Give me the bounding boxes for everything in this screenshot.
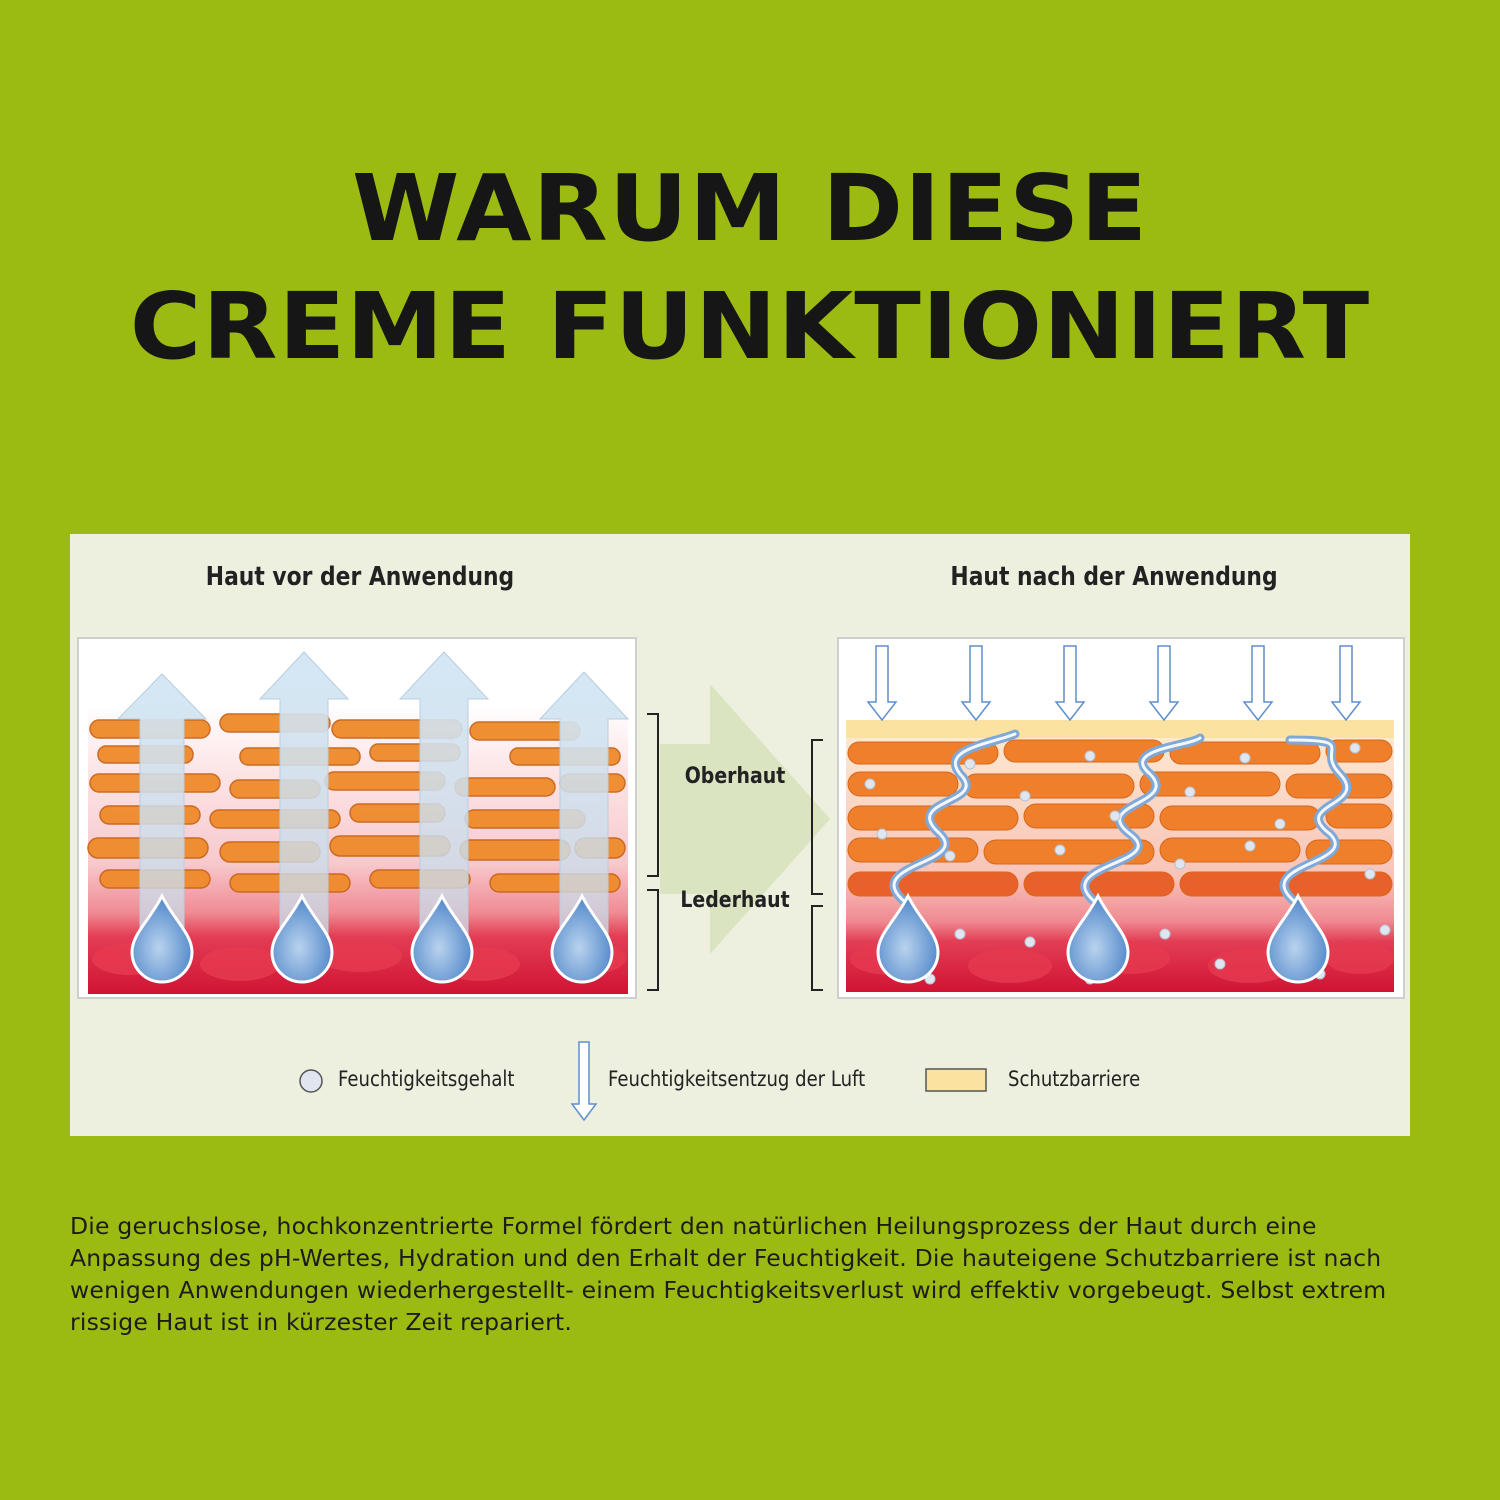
before-title: Haut vor der Anwendung — [205, 562, 515, 592]
legend-air-drain-label: Feuchtigkeitsentzug der Luft — [608, 1067, 866, 1091]
skin-diagram-panel: Haut vor der Anwendung Haut nach der Anw… — [70, 534, 1410, 1136]
dermis-label: Lederhaut — [680, 888, 790, 913]
legend-moisture-label: Feuchtigkeitsgehalt — [338, 1067, 515, 1091]
epidermis-label: Oberhaut — [684, 764, 786, 789]
barrier-legend-icon — [925, 1068, 987, 1092]
legend-barrier-label: Schutzbarriere — [1008, 1067, 1141, 1091]
skin-before-illustration — [77, 637, 637, 999]
transition-arrow — [660, 684, 830, 954]
headline-line-1: WARUM DIESE — [351, 155, 1149, 262]
skin-after-illustration — [837, 637, 1405, 999]
description-paragraph: Die geruchslose, hochkonzentrierte Forme… — [70, 1212, 1387, 1336]
air-drain-legend-icon — [570, 1041, 598, 1122]
headline-line-2: CREME FUNKTIONIERT — [129, 273, 1371, 380]
after-title: Haut nach der Anwendung — [950, 562, 1278, 592]
layer-brackets — [647, 713, 823, 991]
moisture-legend-icon — [299, 1069, 323, 1093]
headline: WARUM DIESE CREME FUNKTIONIERT — [0, 150, 1500, 386]
skin-diagram — [77, 637, 1405, 1122]
